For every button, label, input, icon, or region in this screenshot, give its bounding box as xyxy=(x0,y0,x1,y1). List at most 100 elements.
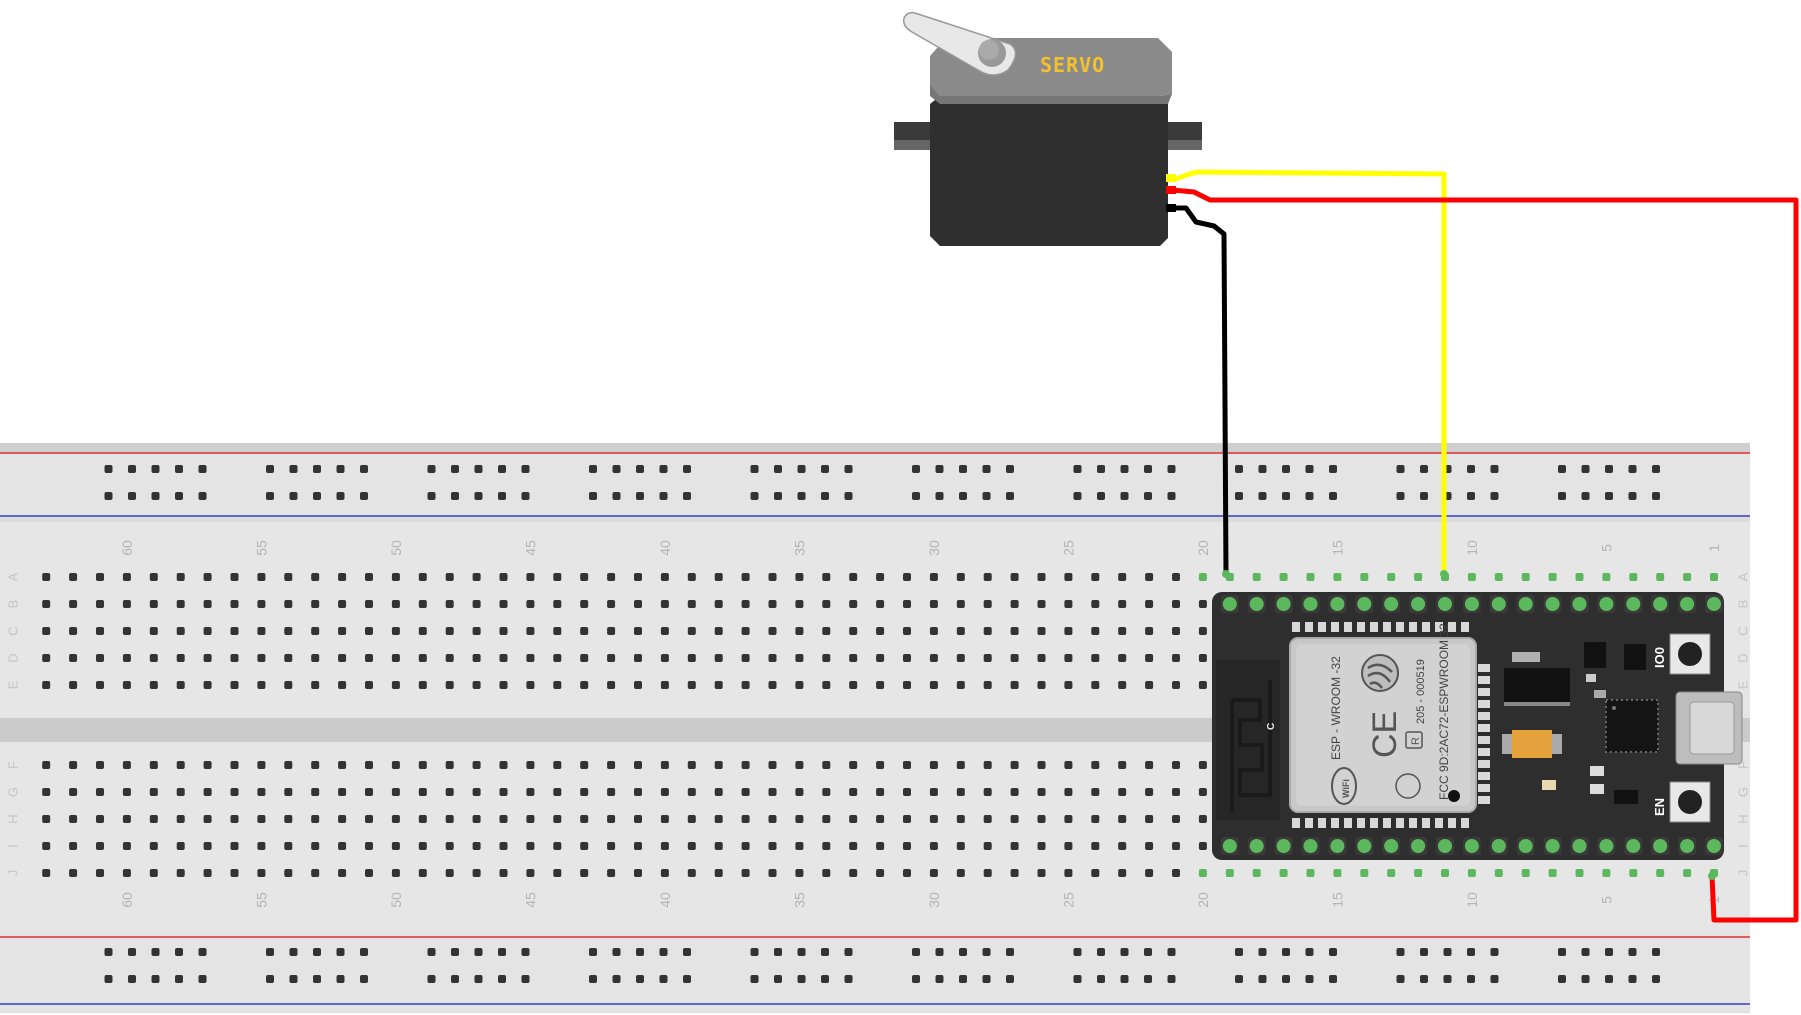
breadboard-hole[interactable] xyxy=(69,842,78,850)
breadboard-hole[interactable] xyxy=(526,815,535,823)
breadboard-hole[interactable] xyxy=(230,573,239,581)
breadboard-hole[interactable] xyxy=(526,600,535,608)
breadboard-hole[interactable] xyxy=(149,815,158,823)
breadboard-hole[interactable] xyxy=(660,681,669,689)
breadboard-hole[interactable] xyxy=(1010,627,1019,635)
breadboard-hole[interactable] xyxy=(634,788,642,796)
rail-hole[interactable] xyxy=(1282,975,1290,983)
breadboard-hole[interactable] xyxy=(956,573,965,581)
rail-hole[interactable] xyxy=(844,465,853,473)
breadboard-hole[interactable] xyxy=(365,842,373,850)
rail-hole[interactable] xyxy=(360,492,368,500)
breadboard-hole[interactable] xyxy=(1145,869,1154,877)
breadboard-hole[interactable] xyxy=(1172,869,1180,877)
breadboard-hole[interactable] xyxy=(1252,573,1261,581)
breadboard-hole[interactable] xyxy=(956,654,965,662)
breadboard-hole[interactable] xyxy=(284,788,293,796)
breadboard-hole[interactable] xyxy=(607,869,616,877)
breadboard-hole[interactable] xyxy=(418,815,427,823)
breadboard-hole[interactable] xyxy=(607,842,616,850)
rail-hole[interactable] xyxy=(427,465,436,473)
breadboard-hole[interactable] xyxy=(284,869,293,877)
rail-hole[interactable] xyxy=(289,948,298,956)
breadboard-hole[interactable] xyxy=(257,654,266,662)
breadboard-hole[interactable] xyxy=(176,600,185,608)
breadboard-hole[interactable] xyxy=(1172,681,1180,689)
breadboard-hole[interactable] xyxy=(149,627,158,635)
rail-hole[interactable] xyxy=(451,465,459,473)
breadboard-hole[interactable] xyxy=(1037,573,1046,581)
esp32-header-pin[interactable] xyxy=(1384,839,1399,853)
breadboard-hole[interactable] xyxy=(1198,600,1207,608)
rail-hole[interactable] xyxy=(1329,465,1337,473)
breadboard-hole[interactable] xyxy=(338,654,347,662)
rail-hole[interactable] xyxy=(750,948,759,956)
rail-hole[interactable] xyxy=(912,948,920,956)
breadboard-hole[interactable] xyxy=(876,627,885,635)
breadboard-hole[interactable] xyxy=(1010,573,1019,581)
rail-hole[interactable] xyxy=(313,465,321,473)
breadboard-hole[interactable] xyxy=(983,788,992,796)
breadboard-hole[interactable] xyxy=(553,869,562,877)
breadboard-hole[interactable] xyxy=(1252,869,1261,877)
rail-hole[interactable] xyxy=(1467,975,1475,983)
breadboard-hole[interactable] xyxy=(687,573,696,581)
rail-hole[interactable] xyxy=(498,948,506,956)
breadboard-hole[interactable] xyxy=(391,573,400,581)
breadboard-hole[interactable] xyxy=(607,815,616,823)
rail-hole[interactable] xyxy=(750,465,759,473)
breadboard-hole[interactable] xyxy=(365,627,373,635)
rail-hole[interactable] xyxy=(1006,465,1014,473)
breadboard-hole[interactable] xyxy=(687,600,696,608)
breadboard-hole[interactable] xyxy=(472,600,481,608)
breadboard-hole[interactable] xyxy=(714,600,723,608)
esp32-header-pin[interactable] xyxy=(1276,839,1291,853)
breadboard-hole[interactable] xyxy=(1172,573,1180,581)
esp32-header-pin[interactable] xyxy=(1222,597,1237,611)
breadboard-hole[interactable] xyxy=(929,788,938,796)
breadboard-hole[interactable] xyxy=(795,627,804,635)
breadboard-hole[interactable] xyxy=(876,573,885,581)
breadboard-hole[interactable] xyxy=(660,627,669,635)
esp32-header-pin[interactable] xyxy=(1303,839,1318,853)
rail-hole[interactable] xyxy=(1167,465,1176,473)
breadboard-hole[interactable] xyxy=(1521,573,1530,581)
breadboard-hole[interactable] xyxy=(445,681,454,689)
rail-hole[interactable] xyxy=(1097,948,1105,956)
breadboard-hole[interactable] xyxy=(445,654,454,662)
breadboard-hole[interactable] xyxy=(1037,815,1046,823)
breadboard-hole[interactable] xyxy=(365,681,373,689)
rail-hole[interactable] xyxy=(266,465,274,473)
breadboard-hole[interactable] xyxy=(1091,788,1100,796)
breadboard-hole[interactable] xyxy=(499,681,508,689)
breadboard-hole[interactable] xyxy=(311,842,320,850)
esp32-header-pin[interactable] xyxy=(1303,597,1318,611)
breadboard-hole[interactable] xyxy=(876,788,885,796)
rail-hole[interactable] xyxy=(451,948,459,956)
breadboard-hole[interactable] xyxy=(687,681,696,689)
servo-ground-wire[interactable] xyxy=(1172,205,1229,575)
rail-hole[interactable] xyxy=(1628,948,1637,956)
breadboard-hole[interactable] xyxy=(903,600,911,608)
breadboard-hole[interactable] xyxy=(149,788,158,796)
breadboard-hole[interactable] xyxy=(983,654,992,662)
rail-hole[interactable] xyxy=(104,465,113,473)
esp32-header-pin[interactable] xyxy=(1653,597,1668,611)
breadboard-hole[interactable] xyxy=(284,600,293,608)
breadboard-hole[interactable] xyxy=(903,573,911,581)
breadboard-hole[interactable] xyxy=(822,761,831,769)
breadboard-hole[interactable] xyxy=(1198,681,1207,689)
breadboard-hole[interactable] xyxy=(96,815,104,823)
breadboard-hole[interactable] xyxy=(338,573,347,581)
breadboard-hole[interactable] xyxy=(580,654,589,662)
rail-hole[interactable] xyxy=(266,948,274,956)
rail-hole[interactable] xyxy=(912,465,920,473)
breadboard-hole[interactable] xyxy=(660,869,669,877)
breadboard-hole[interactable] xyxy=(1064,842,1073,850)
breadboard-hole[interactable] xyxy=(472,573,481,581)
breadboard-hole[interactable] xyxy=(96,600,104,608)
breadboard-hole[interactable] xyxy=(714,788,723,796)
breadboard-hole[interactable] xyxy=(768,654,777,662)
breadboard-hole[interactable] xyxy=(876,681,885,689)
rail-hole[interactable] xyxy=(1120,465,1129,473)
